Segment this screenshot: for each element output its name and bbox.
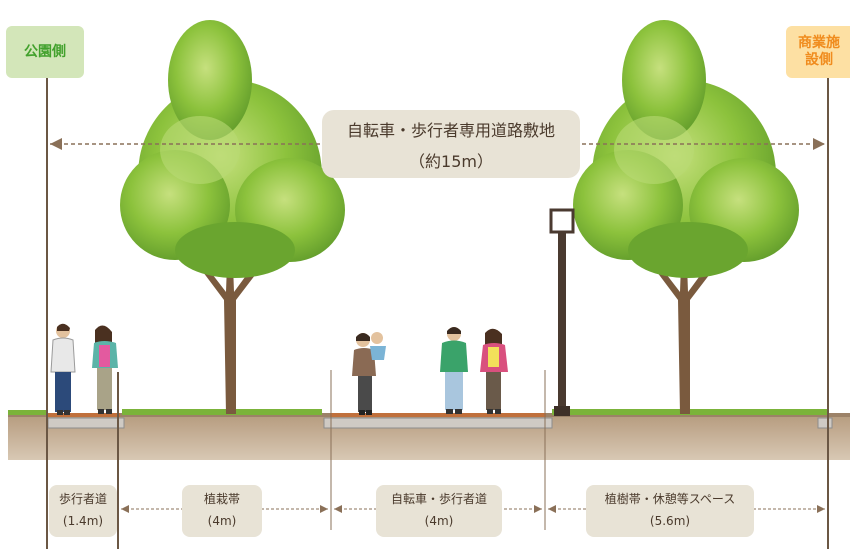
segment-name: 植樹帯・休憩等スペース [604, 492, 736, 506]
segment-label-pedestrian-path: 歩行者道 (1.4m) [49, 485, 117, 537]
total-width-value: （約15m） [409, 152, 493, 171]
street-lamp [549, 208, 575, 416]
commercial-facility-side-label: 商業施設側 [786, 26, 850, 78]
total-width-name: 自転車・歩行者専用道路敷地 [346, 121, 555, 140]
segment-name: 歩行者道 [58, 492, 107, 506]
pedestrian-2 [92, 325, 118, 414]
segment-width: (5.6m) [649, 514, 691, 528]
segment-width: (4m) [424, 514, 454, 528]
segment-width: (1.4m) [62, 514, 104, 528]
segment-width: (4m) [207, 514, 237, 528]
paved-path [47, 413, 833, 429]
adult-with-child [352, 332, 386, 415]
tree-right [573, 20, 799, 414]
segment-name: 自転車・歩行者道 [390, 492, 487, 506]
segment-label-tree-rest-space: 植樹帯・休憩等スペース (5.6m) [586, 485, 754, 537]
boundary-lines [46, 78, 829, 549]
segment-label-planting-strip: 植栽帯 (4m) [182, 485, 262, 537]
park-side-label: 公園側 [6, 26, 84, 78]
segment-name: 植栽帯 [203, 492, 240, 506]
total-width-label: 自転車・歩行者専用道路敷地 （約15m） [322, 110, 580, 178]
section-divider-lines [330, 370, 546, 530]
pedestrian-1 [50, 323, 76, 415]
pedestrian-4 [480, 328, 508, 414]
tree-left [120, 20, 345, 414]
segment-label-bicycle-pedestrian-path: 自転車・歩行者道 (4m) [376, 485, 502, 537]
pedestrian-3 [440, 327, 468, 414]
